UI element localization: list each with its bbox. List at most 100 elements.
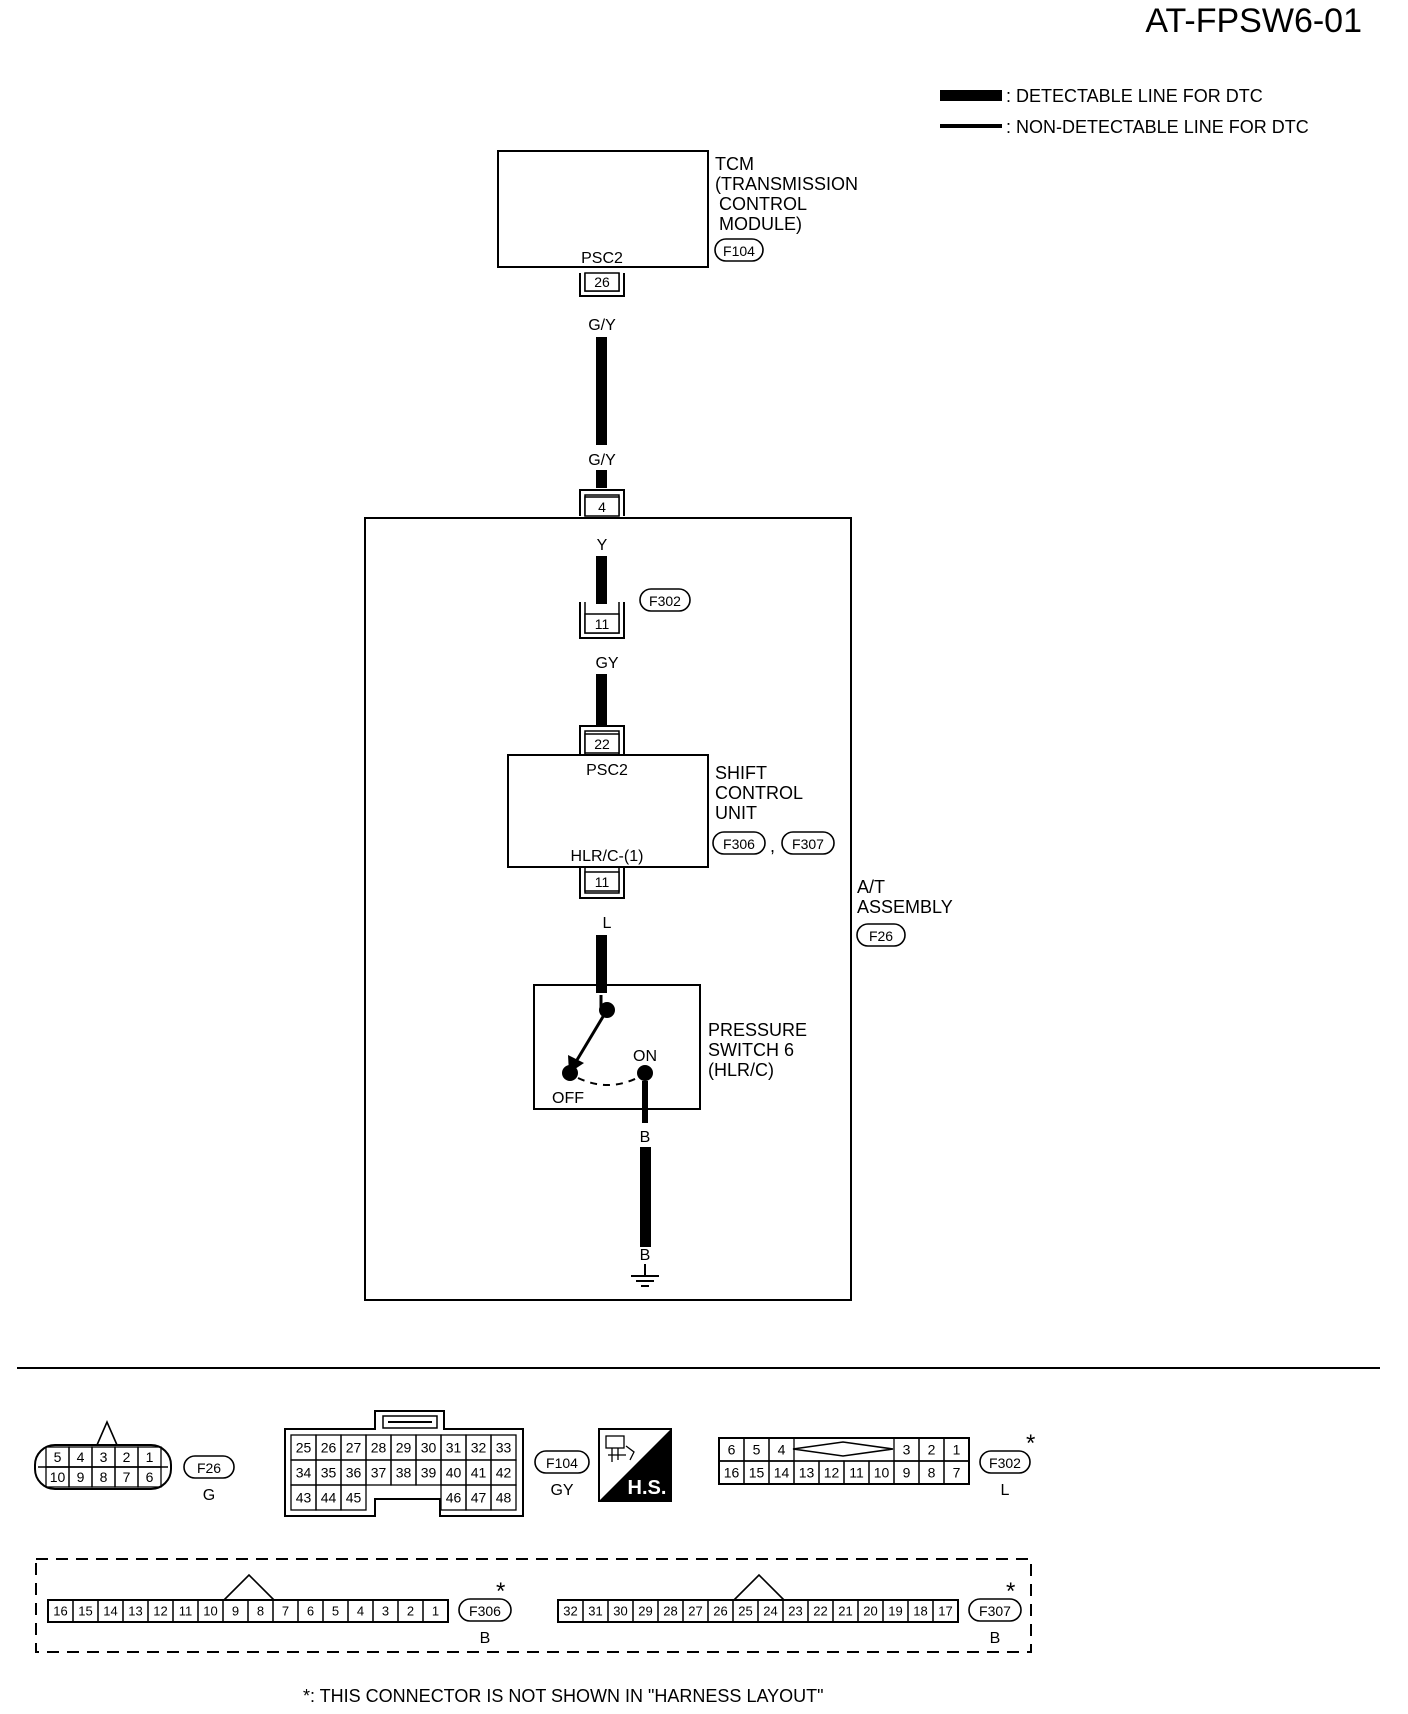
at-pin: 4 — [598, 499, 606, 515]
tcm-label-4: MODULE) — [719, 214, 802, 234]
wire-color-ground: B — [640, 1247, 651, 1264]
scu-connector-a-badge — [712, 831, 766, 855]
legend: : DETECTABLE LINE FOR DTC : NON-DETECTAB… — [940, 86, 1309, 137]
f307-star: * — [1006, 1578, 1015, 1605]
switch-off-terminal — [562, 1065, 578, 1081]
f306-pin-16: 16 — [53, 1604, 67, 1619]
f104-pin-46: 46 — [446, 1490, 462, 1506]
diagram-code: AT-FPSW6-01 — [1145, 2, 1362, 40]
legend-thin-line — [940, 124, 1002, 128]
f26-pin-10: 10 — [50, 1469, 66, 1485]
f307-pin-17: 17 — [938, 1604, 952, 1619]
f306-pin-9: 9 — [232, 1604, 239, 1619]
f104-pin-41: 41 — [471, 1465, 487, 1481]
f104-badge — [534, 1450, 590, 1474]
wire-at-to-f302 — [596, 556, 607, 604]
switch-label-3: (HLR/C) — [708, 1060, 774, 1080]
f26-pin-3: 3 — [100, 1449, 108, 1465]
f306-pin-1-cell — [422, 1599, 449, 1623]
f306-pin-14: 14 — [103, 1604, 117, 1619]
f307-pin-31: 31 — [588, 1604, 602, 1619]
f307-id: F307 — [979, 1603, 1011, 1619]
legend-non-detectable: : NON-DETECTABLE LINE FOR DTC — [1006, 117, 1309, 137]
f306-star: * — [496, 1578, 505, 1605]
f104-pin-32: 32 — [471, 1440, 487, 1456]
scu-bottom-pin-connector: 11 — [579, 867, 625, 899]
f104-pin-36: 36 — [346, 1465, 362, 1481]
legend-thick-line — [940, 90, 1002, 101]
f302-pin-7-cell — [943, 1460, 970, 1485]
f306-pin-10: 10 — [203, 1604, 217, 1619]
f104-pin-37: 37 — [371, 1465, 387, 1481]
f26-pin-6: 6 — [146, 1469, 154, 1485]
wire-color-at-in: G/Y — [588, 452, 616, 469]
f104-pin-39: 39 — [421, 1465, 437, 1481]
f306-badge — [458, 1598, 512, 1622]
f104-pin-35: 35 — [321, 1465, 337, 1481]
f302-pin-7: 7 — [953, 1465, 961, 1481]
f302-pin-5: 5 — [753, 1442, 761, 1458]
at-assembly-label-2: ASSEMBLY — [857, 897, 953, 917]
f302-pin-connector: 11 F302 — [579, 588, 691, 639]
f307-pin-17-cell — [932, 1599, 959, 1623]
f26-pin-2: 2 — [123, 1449, 131, 1465]
f302-pin-6: 6 — [728, 1442, 736, 1458]
wire-color-inner-top: Y — [597, 537, 608, 554]
wire-color-switch-out: B — [640, 1129, 651, 1146]
shift-control-unit: PSC2 HLR/C-(1) SHIFT CONTROL UNIT F306 ,… — [507, 754, 835, 868]
f307-pin-22: 22 — [813, 1604, 827, 1619]
f307-pin-23: 23 — [788, 1604, 802, 1619]
scu-connector-b: F307 — [792, 836, 824, 852]
f307-pin-26: 26 — [713, 1604, 727, 1619]
f302-pin-13: 13 — [799, 1465, 815, 1481]
f302-color: L — [1001, 1482, 1010, 1499]
f104-pin-45-cell — [340, 1484, 367, 1511]
scu-label-1: SHIFT — [715, 763, 767, 783]
scu-connector-b-badge — [781, 831, 835, 855]
tcm-module: PSC2 TCM (TRANSMISSION CONTROL MODULE) F… — [497, 150, 858, 268]
f307-pin-18: 18 — [913, 1604, 927, 1619]
f26-badge — [183, 1455, 235, 1479]
scu-terminal-bottom: HLR/C-(1) — [571, 848, 644, 865]
ground-symbol — [631, 1264, 659, 1287]
f306-pin-7: 7 — [282, 1604, 289, 1619]
f302-face-id: F302 — [989, 1455, 1021, 1471]
f104-pin-30: 30 — [421, 1440, 437, 1456]
f104-id: F104 — [546, 1455, 578, 1471]
wire-f302-to-scu — [596, 674, 607, 726]
f302-pin-9: 9 — [903, 1465, 911, 1481]
f302-pin-14: 14 — [774, 1465, 790, 1481]
switch-on-label: ON — [633, 1048, 657, 1065]
f306-pin-2: 2 — [407, 1604, 414, 1619]
f307-pin-21: 21 — [838, 1604, 852, 1619]
switch-label-1: PRESSURE — [708, 1020, 807, 1040]
wire-switch-to-ground — [640, 1147, 651, 1247]
scu-terminal-top: PSC2 — [586, 762, 628, 779]
switch-label-2: SWITCH 6 — [708, 1040, 794, 1060]
f307-color: B — [990, 1630, 1001, 1647]
f306-pin-5: 5 — [332, 1604, 339, 1619]
switch-travel-arc — [577, 1077, 638, 1086]
f302-pin-11: 11 — [849, 1465, 864, 1481]
f302-pin-16: 16 — [724, 1465, 740, 1481]
f306-pin-8: 8 — [257, 1604, 264, 1619]
switch-off-label: OFF — [552, 1090, 584, 1107]
f302-pin-4: 4 — [778, 1442, 786, 1458]
f104-pin-31: 31 — [446, 1440, 462, 1456]
f306-pin-13: 13 — [128, 1604, 142, 1619]
wire-color-inner-mid: GY — [595, 655, 618, 672]
wire-color-tcm-out: G/Y — [588, 317, 616, 334]
f302-pin-3: 3 — [903, 1442, 911, 1458]
f307-pin-27: 27 — [688, 1604, 702, 1619]
tcm-label-2: (TRANSMISSION — [715, 174, 858, 194]
f307-pin-20: 20 — [863, 1604, 877, 1619]
f104-pin-26: 26 — [321, 1440, 337, 1456]
at-connector-id: F26 — [869, 928, 893, 944]
f307-pin-24: 24 — [763, 1604, 777, 1619]
f307-pin-28: 28 — [663, 1604, 677, 1619]
scu-connector-a: F306 — [723, 836, 755, 852]
f104-pin-33: 33 — [496, 1440, 512, 1456]
f302-pin-8: 8 — [928, 1465, 936, 1481]
